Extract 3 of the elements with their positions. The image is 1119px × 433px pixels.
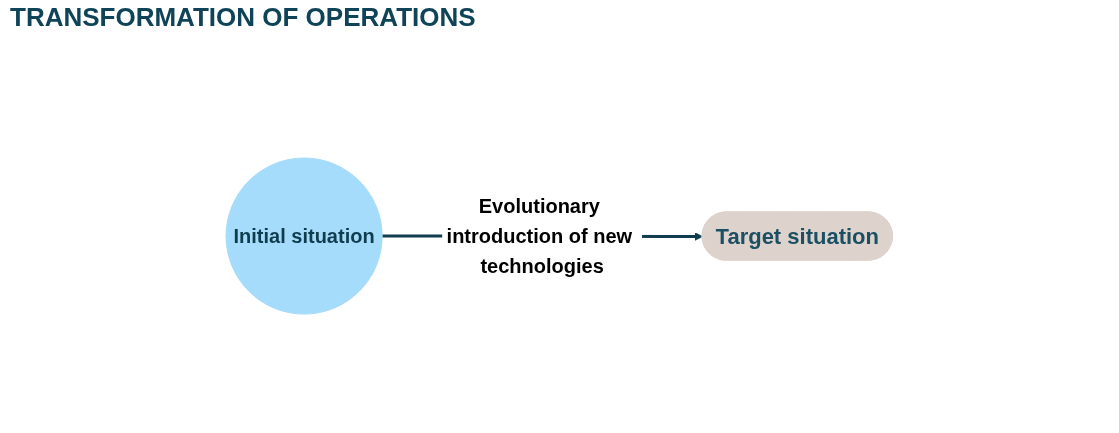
node-circle: Initial situation xyxy=(225,157,383,316)
diagram-title: TRANSFORMATION OF OPERATIONS xyxy=(10,2,476,33)
edge-label: Evolutionary introduction of new technologies xyxy=(446,195,633,278)
